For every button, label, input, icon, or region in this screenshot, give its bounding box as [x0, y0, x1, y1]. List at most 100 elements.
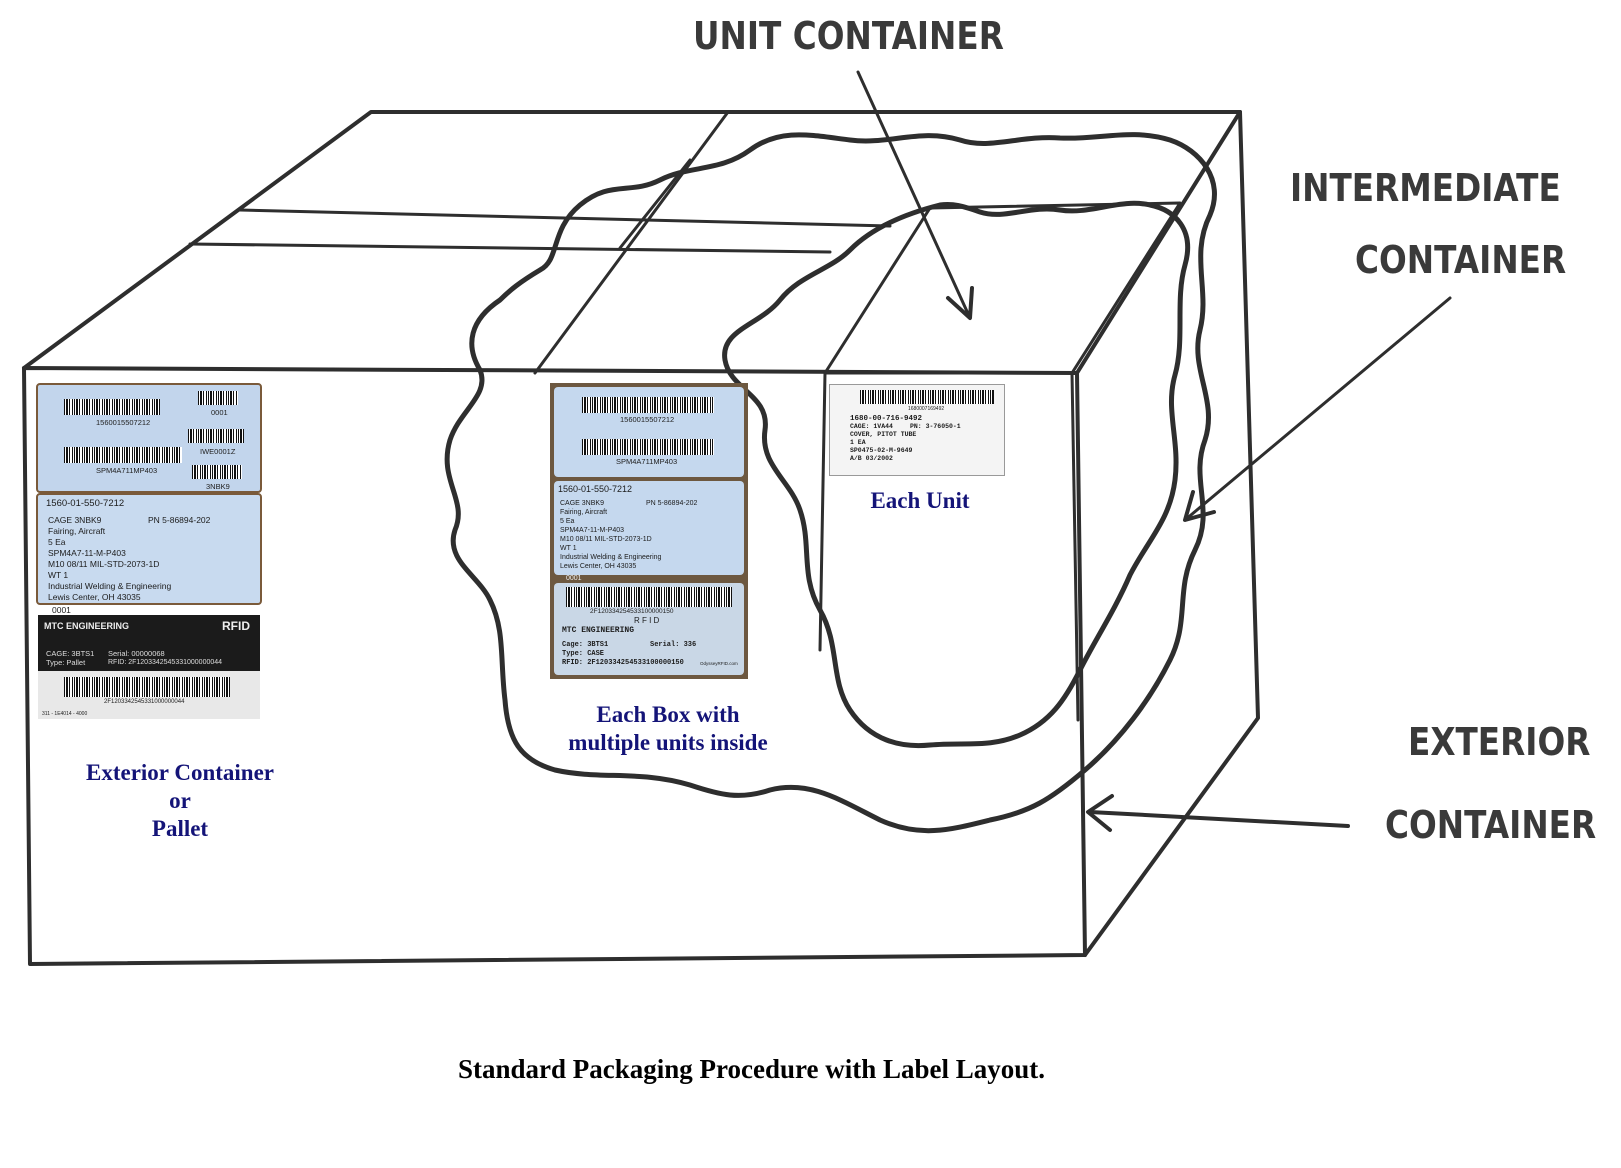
unit-nsn-text: 1680-00-716-9492	[850, 415, 923, 423]
pn-text: PN 5-86894-202	[646, 500, 698, 507]
intermediate-container-arrowhead	[1183, 490, 1216, 522]
rfid-barcode-text: 2F120334254533100000150	[590, 608, 674, 615]
exterior-caption-line1: Exterior Container	[85, 760, 274, 785]
rfid-barcode	[566, 587, 732, 607]
pn-text: PN 5-86894-202	[148, 515, 211, 525]
intermediate-container-callout-line1: INTERMEDIATE	[1290, 166, 1561, 210]
barcode-cage-text: 3NBK9	[206, 482, 230, 491]
intermediate-container-arrow	[1183, 296, 1452, 522]
serial-short-text: 0001	[566, 575, 582, 582]
unit-contract-text: SP0475-02-M-9649	[850, 447, 913, 454]
rfid-type-text: Type: Pallet	[46, 658, 86, 667]
tape-line	[533, 110, 730, 375]
exterior-container-arrowhead	[1086, 794, 1114, 832]
barcode-contract	[64, 447, 182, 463]
box-barcode-panel: 1560015507212 SPM4A711MP403	[554, 387, 744, 477]
qty-text: 5 Ea	[560, 518, 575, 525]
unit-container-arrow	[856, 70, 972, 320]
unit-qty-text: 1 EA	[850, 439, 866, 446]
pallet-barcode-panel: 1560015507212 0001 IWE0001Z SPM4A711MP40…	[36, 383, 262, 493]
box-caption-line1: Each Box with	[596, 702, 740, 727]
rfid-black-panel: MTC ENGINEERING RFID CAGE: 3BTS1 Serial:…	[38, 615, 260, 671]
nsn-text: 1560-01-550-7212	[558, 484, 633, 494]
address-text: Lewis Center, OH 43035	[48, 592, 141, 602]
rfid-serial-text: Serial: 336	[650, 641, 697, 649]
barcode-nsn-text: 1560015507212	[96, 418, 151, 427]
intermediate-container-outline	[444, 132, 1217, 834]
pallet-data-panel: 1560-01-550-7212 CAGE 3NBK9 PN 5-86894-2…	[36, 493, 262, 605]
unit-label: 1680007169492 1680-00-716-9492 CAGE: 1VA…	[829, 384, 1005, 476]
box-caption-line2: multiple units inside	[568, 730, 768, 755]
unit-container-left-edge	[818, 371, 827, 652]
box-rfid-panel: 2F120334254533100000150 R F I D MTC ENGI…	[554, 583, 744, 675]
unit-container-top-edge	[823, 201, 1182, 375]
box-label: 1560015507212 SPM4A711MP403 1560-01-550-…	[550, 383, 748, 679]
cage-text: CAGE 3NBK9	[48, 515, 102, 525]
address-text: Lewis Center, OH 43035	[560, 563, 637, 570]
wt-text: WT 1	[48, 570, 69, 580]
unit-caption: Each Unit	[870, 488, 970, 513]
contract-text: SPM4A7-11-M-P403	[48, 548, 126, 558]
rfid-type-text: Type: CASE	[562, 650, 605, 658]
intermediate-container-callout-line2: CONTAINER	[1355, 238, 1567, 282]
unit-container-arrowhead	[946, 286, 974, 320]
barcode-lot	[188, 429, 244, 443]
serial-short-text: 0001	[52, 605, 71, 615]
unit-cage-text: CAGE: 1VA44	[850, 423, 893, 430]
barcode-qty	[198, 391, 238, 405]
rfid-company-text: MTC ENGINEERING	[562, 626, 635, 635]
unit-container-wavy-outline	[722, 200, 1191, 749]
tape-line	[188, 242, 832, 254]
company-text: Industrial Welding & Engineering	[560, 554, 662, 561]
box-data-panel: 1560-01-550-7212 CAGE 3NBK9 PN 5-86894-2…	[554, 481, 744, 575]
barcode-contract-text: SPM4A711MP403	[96, 466, 158, 475]
exterior-caption-line3: Pallet	[151, 816, 209, 841]
barcode-nsn	[64, 399, 160, 415]
vendor-text: OdysseyRFID.com	[700, 661, 738, 666]
exterior-box-top-face	[22, 110, 1242, 375]
rfid-code-text: RFID: 2F1203342545331000000044	[108, 659, 223, 666]
date-text: M10 08/11 MIL-STD-2073-1D	[48, 559, 160, 569]
exterior-container-arrow	[1088, 810, 1350, 828]
rfid-barcode-panel: 2F1203342545331000000044 311 - 1E4014 - …	[38, 671, 260, 719]
unit-barcode-text: 1680007169492	[908, 406, 945, 412]
rfid-barcode	[64, 677, 230, 697]
exterior-caption-line2: or	[169, 788, 191, 813]
exterior-container-callout-line2: CONTAINER	[1385, 803, 1597, 847]
exterior-box-right-face	[1083, 110, 1260, 957]
unit-barcode	[860, 390, 994, 404]
rfid-code-text: RFID: 2F120334254533100000150	[562, 659, 684, 667]
rfid-tag-text: R F I D	[634, 616, 660, 625]
barcode-contract-text: SPM4A711MP403	[616, 457, 678, 466]
nomenclature-text: Fairing, Aircraft	[48, 526, 106, 536]
rfid-serial-text: Serial: 00000068	[108, 649, 165, 658]
barcode-nsn-text: 1560015507212	[620, 415, 675, 424]
nomenclature-text: Fairing, Aircraft	[560, 509, 608, 516]
nsn-text: 1560-01-550-7212	[46, 498, 125, 509]
wt-text: WT 1	[560, 545, 577, 552]
barcode-qty-text: 0001	[211, 408, 228, 417]
date-text: M10 08/11 MIL-STD-2073-1D	[560, 536, 652, 543]
cage-text: CAGE 3NBK9	[560, 500, 604, 507]
qty-text: 5 Ea	[48, 537, 66, 547]
barcode-cage	[192, 465, 242, 479]
rfid-tag-text: RFID	[222, 619, 250, 633]
pallet-label: 1560015507212 0001 IWE0001Z SPM4A711MP40…	[36, 383, 262, 723]
exterior-container-callout-line1: EXTERIOR	[1408, 720, 1591, 764]
barcode-nsn	[582, 397, 714, 413]
company-text: Industrial Welding & Engineering	[48, 581, 172, 591]
contract-text: SPM4A7-11-M-P403	[560, 527, 625, 534]
figure-title: Standard Packaging Procedure with Label …	[458, 1054, 1046, 1084]
rfid-cage-text: Cage: 3BTS1	[562, 641, 609, 649]
unit-pn-text: PN: 3-76050-1	[910, 423, 961, 430]
barcode-contract	[582, 439, 714, 455]
rfid-company-text: MTC ENGINEERING	[44, 621, 130, 631]
footer-text: 311 - 1E4014 - 4000	[42, 711, 88, 717]
rfid-barcode-text: 2F1203342545331000000044	[104, 699, 185, 705]
unit-container-callout: UNIT CONTAINER	[693, 14, 1004, 58]
unit-nomenclature-text: COVER, PITOT TUBE	[850, 431, 917, 438]
rfid-cage-text: CAGE: 3BTS1	[46, 649, 95, 658]
barcode-lot-text: IWE0001Z	[200, 447, 236, 456]
unit-date-text: A/B 03/2002	[850, 455, 893, 462]
